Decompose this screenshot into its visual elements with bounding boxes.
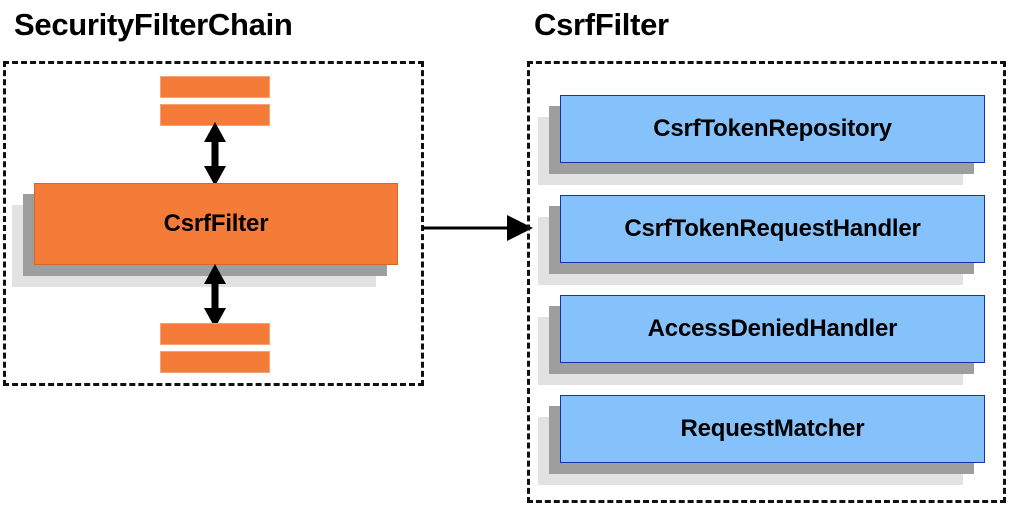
page-title-csrf-filter: CsrfFilter bbox=[534, 7, 669, 42]
collaborator-face: CsrfTokenRepository bbox=[560, 95, 985, 163]
double-arrow-upper-icon bbox=[204, 122, 226, 186]
csrf-filter-panel bbox=[527, 61, 1006, 503]
collaborator-label: AccessDeniedHandler bbox=[647, 315, 898, 342]
collaborator-request-matcher[interactable]: RequestMatcher bbox=[538, 395, 985, 485]
collaborator-face: RequestMatcher bbox=[560, 395, 985, 463]
collaborator-label: RequestMatcher bbox=[680, 415, 865, 442]
filter-slot-below-2 bbox=[160, 351, 270, 373]
collaborator-label: CsrfTokenRequestHandler bbox=[624, 215, 921, 242]
collaborator-csrf-token-request-handler[interactable]: CsrfTokenRequestHandler bbox=[538, 195, 985, 285]
csrf-filter-component[interactable]: CsrfFilter bbox=[12, 183, 398, 287]
csrf-filter-face: CsrfFilter bbox=[34, 183, 398, 265]
page-title-security-filter-chain: SecurityFilterChain bbox=[14, 7, 293, 42]
csrf-filter-label: CsrfFilter bbox=[163, 210, 269, 237]
security-filter-chain-panel bbox=[3, 61, 424, 386]
collaborator-label: CsrfTokenRepository bbox=[653, 115, 892, 142]
connector-arrow-icon bbox=[423, 215, 533, 241]
filter-slot-below-1 bbox=[160, 323, 270, 345]
collaborator-access-denied-handler[interactable]: AccessDeniedHandler bbox=[538, 295, 985, 385]
collaborator-face: CsrfTokenRequestHandler bbox=[560, 195, 985, 263]
filter-slot-above-1 bbox=[160, 76, 270, 98]
double-arrow-lower-icon bbox=[204, 264, 226, 328]
collaborator-csrf-token-repository[interactable]: CsrfTokenRepository bbox=[538, 95, 985, 185]
collaborator-face: AccessDeniedHandler bbox=[560, 295, 985, 363]
